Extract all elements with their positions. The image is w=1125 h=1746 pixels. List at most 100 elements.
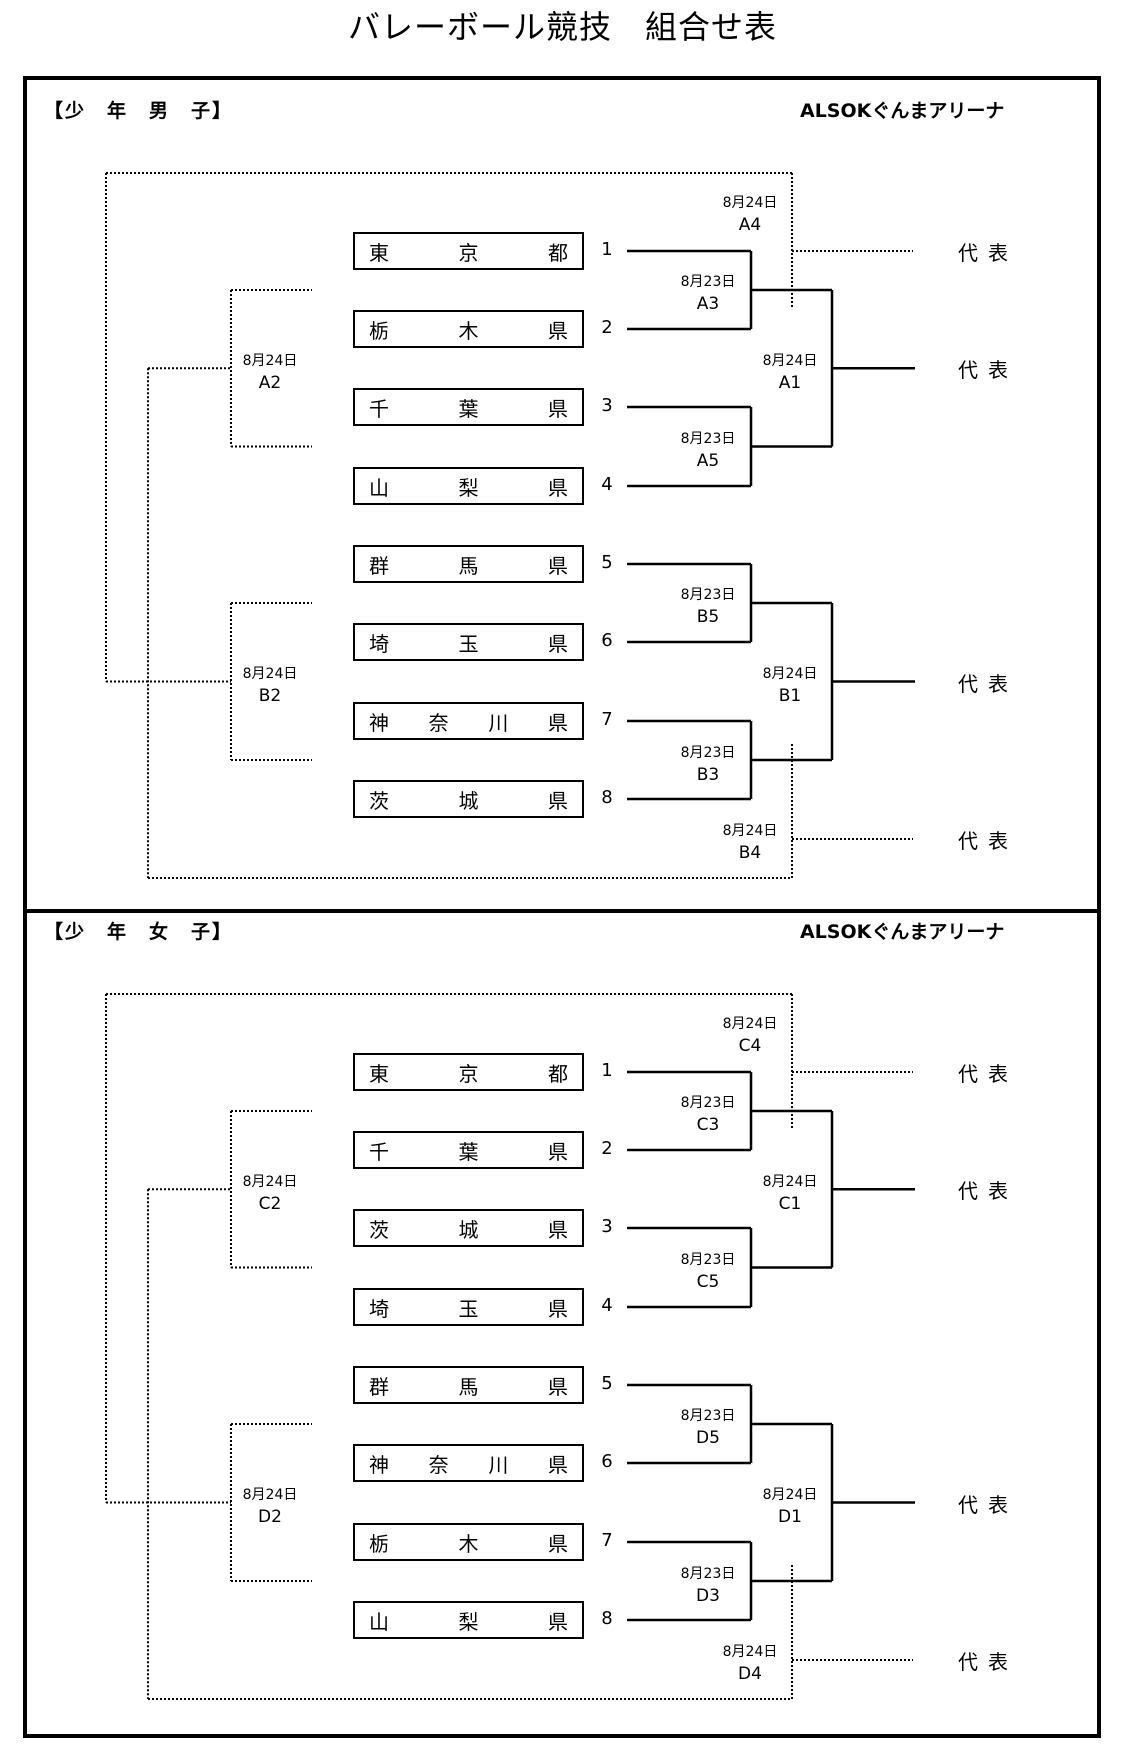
match-date: 8月23日 — [680, 431, 736, 447]
team-name-char: 県 — [548, 396, 568, 421]
team-box: 栃木県 — [353, 310, 584, 348]
team-name-char: 群 — [369, 1374, 389, 1399]
team-name-char: 葉 — [458, 1139, 479, 1164]
team-name-char: 埼 — [369, 631, 389, 656]
team-name-char: 木 — [458, 318, 479, 343]
match-code: B2 — [258, 686, 282, 706]
team-box: 茨城県 — [353, 1209, 584, 1247]
match-code: B3 — [696, 765, 720, 785]
match-code: D3 — [696, 1586, 720, 1606]
team-name-char: 東 — [369, 240, 389, 265]
bracket-frame — [23, 76, 1101, 1738]
page-title: バレーボール競技 組合せ表 — [347, 8, 777, 46]
match-date: 8月24日 — [242, 353, 298, 369]
match-label: 8月23日 A5 — [668, 428, 748, 472]
match-code: D1 — [778, 1507, 802, 1527]
team-name-char: 県 — [548, 1296, 568, 1321]
match-date: 8月24日 — [762, 666, 818, 682]
representative-label: 代表 — [958, 358, 1018, 383]
representative-label: 代表 — [958, 1650, 1018, 1674]
match-date: 8月23日 — [680, 745, 736, 761]
team-box: 千葉県 — [353, 1131, 584, 1169]
match-code: A1 — [778, 373, 802, 393]
representative-label: 代表 — [958, 829, 1018, 853]
match-date: 8月24日 — [762, 1487, 818, 1503]
section-divider — [23, 909, 1101, 913]
match-date: 8月23日 — [680, 274, 736, 290]
team-name-char: 栃 — [369, 1531, 389, 1556]
team-name-char: 木 — [458, 1531, 479, 1556]
match-date: 8月24日 — [242, 1174, 298, 1190]
team-box: 千葉県 — [353, 388, 584, 426]
team-name-char: 千 — [369, 1139, 389, 1164]
match-label: 8月23日 A3 — [668, 271, 748, 315]
match-code: D5 — [696, 1428, 720, 1448]
team-name-char: 県 — [548, 1609, 568, 1634]
match-label: 8月23日 C5 — [668, 1249, 748, 1293]
team-name-char: 県 — [547, 710, 568, 735]
seed-number: 8 — [601, 787, 613, 808]
team-box: 神奈川県 — [353, 1444, 584, 1482]
seed-number: 1 — [601, 1060, 613, 1081]
team-box: 栃木県 — [353, 1523, 584, 1561]
team-box: 山梨県 — [353, 467, 584, 505]
team-name-char: 神 — [369, 710, 389, 735]
match-code: A5 — [696, 451, 720, 471]
team-box: 埼玉県 — [353, 623, 584, 661]
team-name-char: 京 — [458, 240, 479, 265]
seed-number: 1 — [601, 239, 613, 260]
team-box: 茨城県 — [353, 780, 584, 818]
seed-number: 4 — [601, 1295, 613, 1316]
team-name-char: 葉 — [458, 396, 479, 421]
match-code: D2 — [258, 1507, 282, 1527]
representative-label: 代表 — [958, 1179, 1018, 1204]
team-name-char: 県 — [548, 631, 568, 656]
team-name-char: 京 — [458, 1061, 479, 1086]
match-date: 8月23日 — [680, 587, 736, 603]
team-name-char: 県 — [548, 553, 568, 578]
venue-label: ALSOKぐんまアリーナ — [800, 100, 1005, 122]
section-title: 【少 年 男 子】 — [44, 100, 234, 122]
team-name-char: 県 — [548, 1139, 568, 1164]
match-code: C4 — [738, 1036, 762, 1056]
seed-number: 6 — [601, 1451, 613, 1472]
team-name-char: 埼 — [369, 1296, 389, 1321]
seed-number: 2 — [601, 1138, 613, 1159]
team-box: 群馬県 — [353, 1366, 584, 1404]
team-name-char: 馬 — [458, 1374, 479, 1399]
section-title: 【少 年 女 子】 — [44, 921, 234, 943]
match-code: A3 — [696, 294, 720, 314]
representative-label: 代表 — [958, 671, 1018, 696]
match-date: 8月24日 — [762, 353, 818, 369]
seed-number: 4 — [601, 474, 613, 495]
seed-number: 7 — [601, 709, 613, 730]
seed-number: 8 — [601, 1608, 613, 1629]
team-name-char: 奈 — [428, 710, 449, 735]
seed-number: 7 — [601, 1530, 613, 1551]
seed-number: 3 — [601, 395, 613, 416]
match-label: 8月24日 A2 — [230, 350, 310, 394]
team-name-char: 県 — [548, 318, 568, 343]
team-box: 山梨県 — [353, 1601, 584, 1639]
match-code: A2 — [258, 373, 282, 393]
match-date: 8月23日 — [680, 1252, 736, 1268]
team-name-char: 神 — [369, 1452, 389, 1477]
team-name-char: 馬 — [458, 553, 479, 578]
match-date: 8月24日 — [242, 666, 298, 682]
team-box: 東京都 — [353, 232, 584, 270]
seed-number: 6 — [601, 630, 613, 651]
team-name-char: 梨 — [458, 1609, 479, 1634]
match-code: C5 — [696, 1272, 720, 1292]
team-name-char: 栃 — [369, 318, 389, 343]
match-code: B5 — [696, 607, 720, 627]
match-code: D4 — [738, 1664, 762, 1684]
